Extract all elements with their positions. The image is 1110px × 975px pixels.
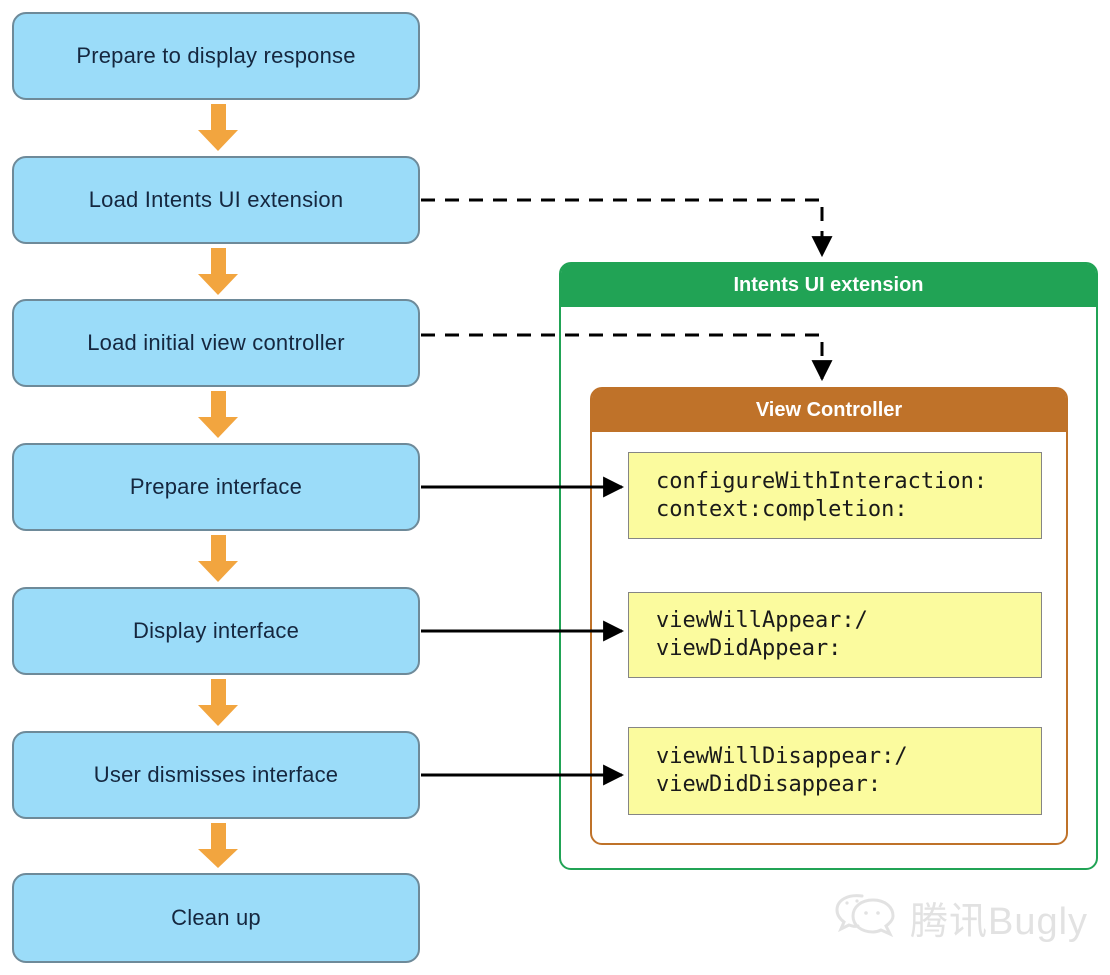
flow-box-label: Clean up [171,905,261,930]
view-controller-title: View Controller [755,399,903,421]
flow-box-display-interface: Display interface [12,587,420,675]
watermark: 腾讯Bugly [828,886,1088,948]
flow-box-load-initial-view-controller: Load initial view controller [12,299,420,387]
watermark-text: 腾讯Bugly [910,900,1089,943]
flow-box-label: Prepare to display response [76,43,356,68]
intents-ui-extension-title: Intents UI extension [733,274,924,296]
intents-ui-extension-header: Intents UI extension [561,264,1096,307]
method-box-disappear: viewWillDisappear:/ viewDidDisappear: [628,727,1042,815]
flow-box-prepare-interface: Prepare interface [12,443,420,531]
flow-box-prepare-to-display-response: Prepare to display response [12,12,420,100]
flow-box-label: Load Intents UI extension [88,187,344,212]
bugly-chat-bubbles-icon [835,894,895,938]
flow-box-label: Display interface [132,618,300,643]
flow-box-label: Prepare interface [129,474,303,499]
flow-box-user-dismisses-interface: User dismisses interface [12,731,420,819]
flow-box-label: Load initial view controller [87,330,345,355]
flow-box-clean-up: Clean up [12,873,420,963]
method-box-configure: configureWithInteraction: context:comple… [628,452,1042,539]
method-code: configureWithInteraction: context:comple… [656,468,988,522]
method-code: viewWillDisappear:/ viewDidDisappear: [656,744,908,797]
flow-box-load-intents-ui-extension: Load Intents UI extension [12,156,420,244]
view-controller-header: View Controller [592,389,1066,432]
method-code: viewWillAppear:/ viewDidAppear: [656,608,868,661]
flow-box-label: User dismisses interface [93,762,339,787]
method-box-appear: viewWillAppear:/ viewDidAppear: [628,592,1042,678]
